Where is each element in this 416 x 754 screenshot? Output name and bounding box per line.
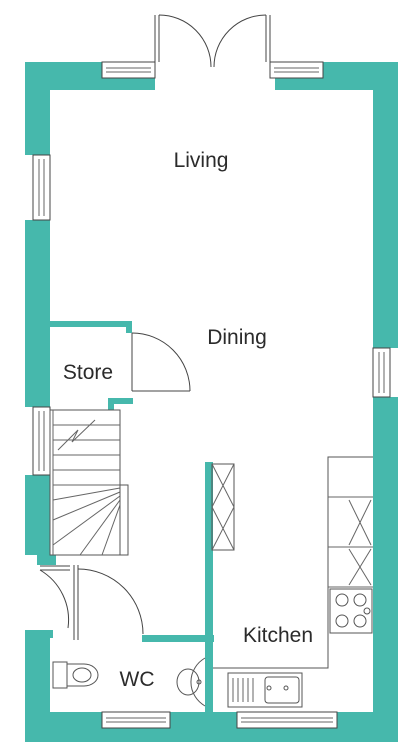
room-label-store: Store xyxy=(63,361,113,384)
window-top-left xyxy=(101,61,156,79)
left-wall-lower xyxy=(25,475,50,555)
stair-wall xyxy=(37,555,56,565)
room-label-living: Living xyxy=(174,149,229,172)
store-wall-lower xyxy=(108,398,133,404)
room-label-wc: WC xyxy=(120,668,155,691)
french-doors xyxy=(154,14,271,68)
window-top-right xyxy=(269,61,324,79)
hob xyxy=(329,588,373,634)
kitchen-island xyxy=(211,463,235,551)
window-right xyxy=(372,347,391,398)
wc-wall-left-stub xyxy=(35,630,53,638)
windows xyxy=(32,61,391,729)
right-wall-upper xyxy=(373,62,398,348)
room-labels: Living Dining Store Kitchen WC xyxy=(63,149,313,691)
right-wall-lower xyxy=(373,397,398,742)
kitchen-sink xyxy=(227,672,303,708)
left-wall-upper xyxy=(25,62,50,155)
left-wall-middle xyxy=(25,220,50,407)
wc-wall-right xyxy=(205,462,213,717)
window-left-stairs xyxy=(32,406,51,476)
wc-wall-top xyxy=(142,635,214,642)
room-label-dining: Dining xyxy=(207,326,267,349)
store-wall-top xyxy=(50,321,132,327)
kitchen-counter xyxy=(213,456,373,669)
window-bottom-right xyxy=(236,711,338,729)
store-door xyxy=(131,332,191,392)
entrance-door xyxy=(39,565,70,629)
doors xyxy=(39,14,271,640)
toilet xyxy=(52,661,99,689)
basin xyxy=(176,657,206,707)
window-left-upper xyxy=(32,154,51,221)
store-wall-lower-step xyxy=(108,398,114,410)
room-label-kitchen: Kitchen xyxy=(243,624,313,647)
window-bottom-left xyxy=(101,711,171,729)
store-wall-jamb xyxy=(126,321,132,333)
wc-door xyxy=(73,565,144,640)
stairs xyxy=(49,409,129,556)
